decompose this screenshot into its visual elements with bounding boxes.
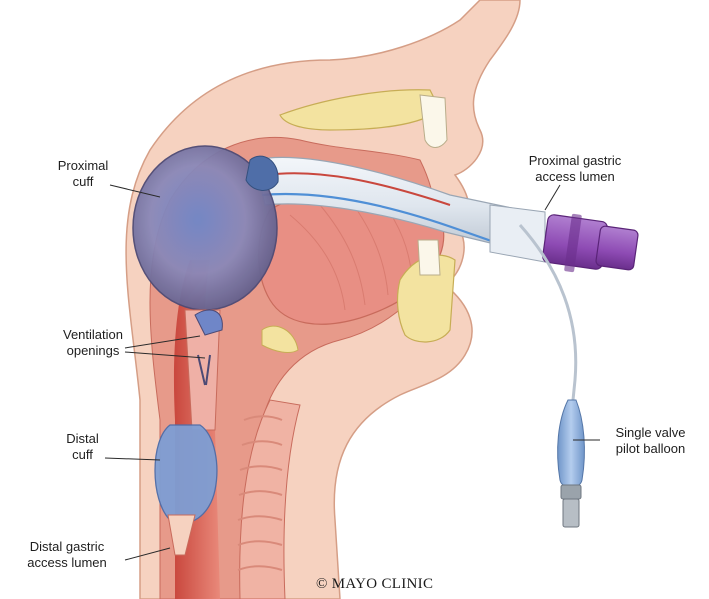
pilot-valve-tip: [563, 499, 579, 527]
distal-cuff-balloon: [155, 425, 217, 523]
label-ventilation-openings: Ventilation openings: [48, 327, 138, 359]
tube-junction: [490, 205, 545, 262]
label-distal-cuff: Distal cuff: [55, 431, 110, 463]
label-distal-gastric-access-lumen: Distal gastric access lumen: [8, 539, 126, 571]
copyright-notice: © MAYO CLINIC: [316, 576, 433, 593]
label-proximal-cuff: Proximal cuff: [48, 158, 118, 190]
pilot-valve: [561, 485, 581, 499]
label-proximal-gastric-access-lumen: Proximal gastric access lumen: [510, 153, 640, 185]
proximal-connector: [542, 214, 639, 273]
lower-tooth: [418, 240, 440, 275]
label-single-valve-pilot-balloon: Single valve pilot balloon: [598, 425, 703, 457]
pilot-balloon: [558, 400, 585, 488]
